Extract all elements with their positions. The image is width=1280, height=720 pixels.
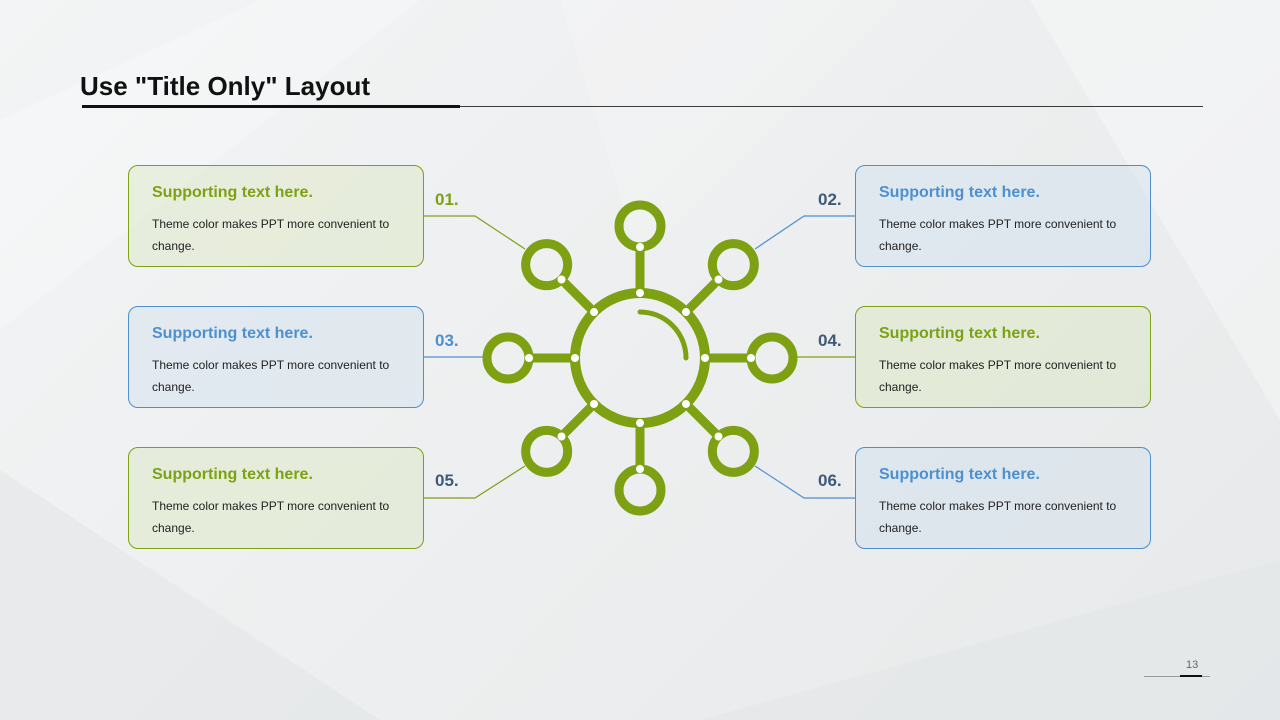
spoke-joint-outer [525, 354, 533, 362]
item-card-05: Supporting text here. Theme color makes … [128, 447, 424, 549]
spoke-joint-inner [571, 354, 579, 362]
item-body: Theme color makes PPT more convenient to… [879, 499, 1117, 535]
spoke-joint-outer [747, 354, 755, 362]
spoke-node [521, 239, 573, 291]
spoke-joint-inner [681, 399, 690, 408]
spoke [682, 276, 722, 316]
spoke-joint-inner [590, 308, 599, 317]
page-number-rule-accent [1180, 675, 1202, 677]
connector-line-5 [424, 465, 526, 499]
hub-spoke-icon [482, 200, 798, 516]
hub-highlight-arc [637, 309, 689, 361]
item-card-04: Supporting text here. Theme color makes … [855, 306, 1151, 408]
item-card-06: Supporting text here. Theme color makes … [855, 447, 1151, 549]
page-number: 13 [1186, 659, 1199, 671]
spoke-joint-inner [636, 419, 644, 427]
spoke-node [614, 464, 666, 516]
item-body: Theme color makes PPT more convenient to… [152, 358, 390, 394]
item-heading: Supporting text here. [879, 325, 1040, 342]
item-heading: Supporting text here. [152, 325, 313, 342]
step-number: 03. [435, 331, 459, 350]
step-number: 04. [818, 331, 842, 350]
slide-title: Use "Title Only" Layout [80, 71, 371, 101]
spoke-joint-outer [714, 275, 723, 284]
step-number: 06. [818, 471, 842, 490]
title-rule [82, 106, 1203, 107]
spoke-joint-inner [681, 308, 690, 317]
spoke-node [614, 200, 666, 252]
item-heading: Supporting text here. [152, 184, 313, 201]
title-rule-accent [82, 105, 460, 108]
spoke-node [482, 332, 534, 384]
spoke-joint-outer [557, 275, 566, 284]
spoke-joint-outer [636, 465, 644, 473]
item-body: Theme color makes PPT more convenient to… [152, 217, 390, 253]
item-body: Theme color makes PPT more convenient to… [879, 358, 1117, 394]
spoke [558, 276, 598, 316]
spoke-node [707, 239, 759, 291]
item-heading: Supporting text here. [152, 466, 313, 483]
spoke-joint-outer [557, 432, 566, 441]
connector-line-6 [754, 465, 856, 499]
item-body: Theme color makes PPT more convenient to… [879, 217, 1117, 253]
spoke-node [521, 425, 573, 477]
spoke-node [707, 425, 759, 477]
spoke-joint-outer [636, 243, 644, 251]
page-number-rule [1144, 676, 1210, 677]
item-heading: Supporting text here. [879, 184, 1040, 201]
spoke-node [746, 332, 798, 384]
item-card-02: Supporting text here. Theme color makes … [855, 165, 1151, 267]
spoke [682, 400, 722, 440]
item-card-01: Supporting text here. Theme color makes … [128, 165, 424, 267]
item-card-03: Supporting text here. Theme color makes … [128, 306, 424, 408]
step-number: 01. [435, 190, 459, 209]
spoke-joint-outer [714, 432, 723, 441]
item-heading: Supporting text here. [879, 466, 1040, 483]
step-number: 02. [818, 190, 842, 209]
item-body: Theme color makes PPT more convenient to… [152, 499, 390, 535]
step-number: 05. [435, 471, 459, 490]
spoke-joint-inner [636, 289, 644, 297]
spoke [558, 400, 598, 440]
connector-line-2 [754, 215, 856, 250]
connector-line-1 [424, 215, 526, 250]
spoke-joint-inner [590, 399, 599, 408]
spoke-joint-inner [701, 354, 709, 362]
